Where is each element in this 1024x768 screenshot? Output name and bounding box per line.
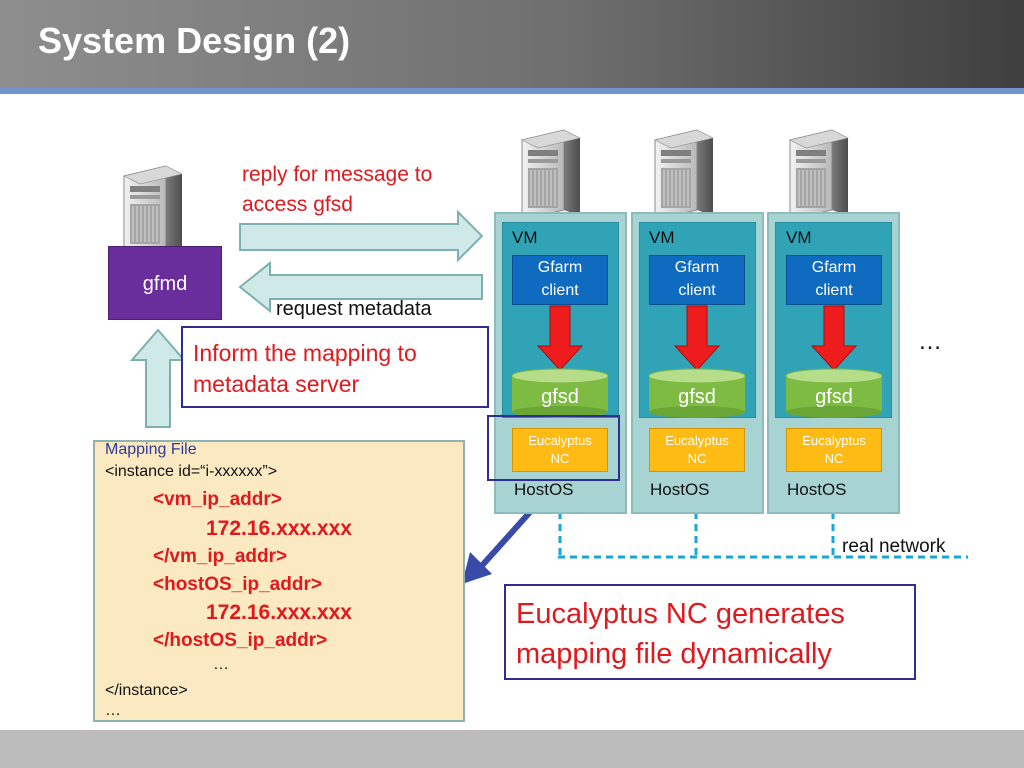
mapping-line-ellipsis: … (213, 656, 229, 673)
title-accent-line (0, 88, 1024, 94)
real-network-lines (558, 512, 968, 559)
nc-highlight-frame (487, 415, 620, 481)
vm-label-3: VM (786, 228, 812, 247)
mapping-line-trailing-ellipsis: … (105, 702, 121, 719)
reply-label: reply for message to access gfsd (242, 163, 433, 216)
gfsd-cylinder-2-icon (648, 368, 746, 418)
hostos-label-2: HostOS (650, 480, 710, 499)
mapping-line-instance-open: <instance id=“i-xxxxxx”> (105, 463, 278, 480)
vm-label-1: VM (512, 228, 538, 247)
down-arrow-2-icon (673, 305, 721, 371)
vm-label-2: VM (649, 228, 675, 247)
mapping-line-host-ip-open: <hostOS_ip_addr> (153, 574, 322, 595)
eucalyptus-nc-3: Eucalyptus NC (786, 428, 882, 472)
gfmd-box: gfmd (108, 246, 222, 320)
gfsd-label-3: gfsd (815, 386, 853, 408)
mapping-line-host-ip-close: </hostOS_ip_addr> (153, 630, 328, 651)
mapping-line-vm-ip-open: <vm_ip_addr> (153, 489, 282, 510)
real-network-label: real network (842, 536, 946, 557)
down-arrow-1-icon (536, 305, 584, 371)
gfsd-cylinder-3-icon (785, 368, 883, 418)
mapping-line-vm-ip-close: </vm_ip_addr> (153, 546, 288, 567)
page-title: System Design (2) (38, 20, 351, 61)
mapping-line-host-ip-value: 172.16.xxx.xxx (206, 601, 352, 624)
nc-generates-text: Eucalyptus NC generates mapping file dyn… (516, 598, 845, 670)
gfsd-cylinder-1-icon (511, 368, 609, 418)
up-arrow-icon (129, 328, 187, 428)
mapping-file-box: Mapping File <instance id=“i-xxxxxx”> <v… (93, 440, 465, 722)
gfarm-client-3: Gfarm client (786, 255, 882, 305)
gfmd-label: gfmd (142, 273, 188, 295)
hostos-label-3: HostOS (787, 480, 847, 499)
gfsd-label-2: gfsd (678, 386, 716, 408)
inform-mapping-box: Inform the mapping to metadata server (181, 326, 489, 408)
inform-mapping-text: Inform the mapping to metadata server (193, 340, 417, 397)
request-arrow-icon (238, 260, 483, 314)
title-bar: System Design (2) (0, 0, 1024, 88)
eucalyptus-nc-2: Eucalyptus NC (649, 428, 745, 472)
eucalyptus-nc-1: Eucalyptus NC (512, 428, 608, 472)
nc-generates-box: Eucalyptus NC generates mapping file dyn… (504, 584, 916, 680)
gfarm-client-2: Gfarm client (649, 255, 745, 305)
hostos-label-1: HostOS (514, 480, 574, 499)
mapping-line-vm-ip-value: 172.16.xxx.xxx (206, 517, 352, 540)
gfarm-client-1: Gfarm client (512, 255, 608, 305)
mapping-file-heading: Mapping File (105, 441, 197, 458)
down-arrow-3-icon (810, 305, 858, 371)
mapping-line-instance-close: </instance> (105, 682, 188, 699)
gfsd-label-1: gfsd (541, 386, 579, 408)
more-hosts-ellipsis: … (918, 328, 942, 355)
request-label: request metadata (276, 298, 432, 320)
footer-bar (0, 730, 1024, 768)
reply-arrow-icon (239, 209, 484, 263)
